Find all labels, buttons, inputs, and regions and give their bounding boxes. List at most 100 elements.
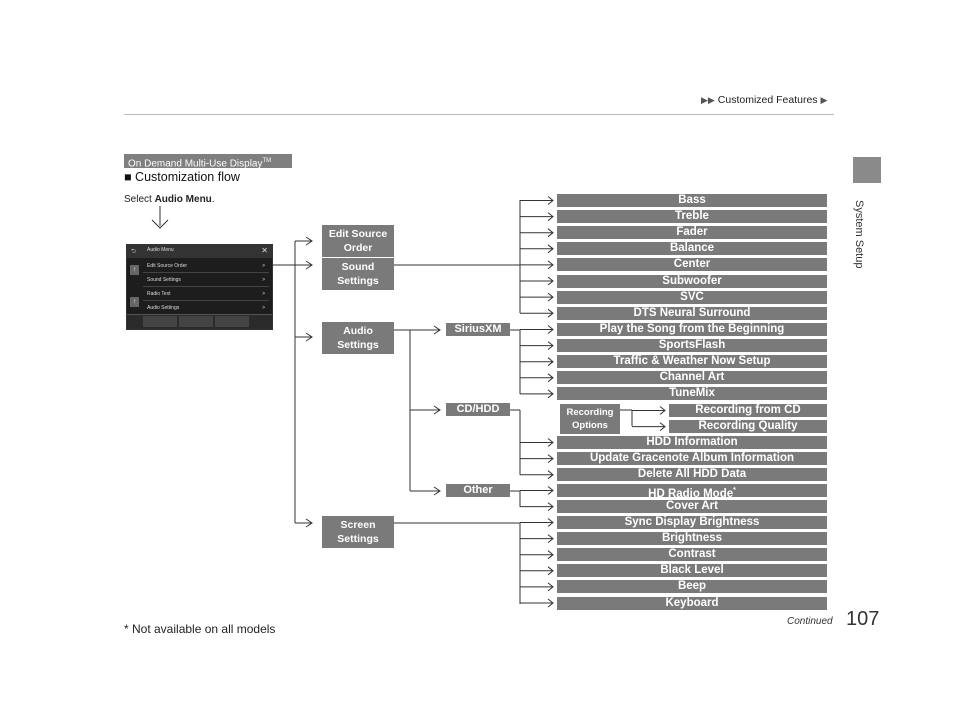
- setting-item-label: Cover Art: [666, 500, 718, 513]
- siriusxm-node: SiriusXM: [446, 323, 510, 336]
- item-arrow: [520, 276, 554, 286]
- setting-item-label: DTS Neural Surround: [633, 306, 751, 319]
- item-arrow: [520, 292, 554, 302]
- badge-tm: TM: [262, 158, 272, 164]
- item-arrow: [632, 406, 666, 415]
- setting-item: Sync Display Brightness: [557, 516, 827, 529]
- setting-item: Channel Art: [557, 371, 827, 385]
- node-line: Settings: [337, 275, 379, 287]
- screen-row: Sound Settings>: [143, 273, 269, 287]
- setting-item: Recording Quality: [669, 420, 827, 434]
- setting-item: Contrast: [557, 548, 827, 562]
- screen-row-label: Audio Settings: [147, 305, 180, 311]
- screen-row: Audio Settings>: [143, 301, 269, 315]
- scroll-up-icon: ↑: [130, 265, 139, 275]
- item-arrow: [520, 582, 554, 592]
- setting-item-label: SportsFlash: [658, 339, 726, 352]
- screen-row-label: Edit Source Order: [147, 263, 188, 269]
- header-title: Customized Features: [717, 94, 818, 106]
- setting-item-label: Delete All HDD Data: [637, 468, 747, 481]
- audio-settings-node: Audio Settings: [322, 322, 394, 354]
- item-arrow: [520, 212, 554, 221]
- audio-menu-screen: Audio Menu ⮌ ✕ ↑ ↑ Edit Source Order> So…: [126, 244, 273, 330]
- item-arrow: [520, 550, 554, 560]
- item-arrow: [520, 244, 554, 254]
- screen-row: Radio Text >: [143, 287, 269, 301]
- setting-item-label: HD Radio Mode: [648, 487, 734, 500]
- node-line: Options: [572, 420, 608, 431]
- node-line: Order: [343, 242, 373, 254]
- item-arrow: [520, 566, 554, 576]
- item-arrow: [520, 308, 554, 318]
- node-line: Sound: [341, 261, 375, 273]
- item-arrow: [520, 502, 554, 511]
- setting-item: Fader: [557, 226, 827, 240]
- item-arrow: [520, 534, 554, 543]
- setting-item-label: Recording Quality: [698, 420, 798, 433]
- item-arrow: [520, 598, 554, 608]
- header-arrows: ▶▶: [701, 95, 715, 105]
- setting-item-label: Play the Song from the Beginning: [599, 323, 785, 335]
- setting-item-label: HDD Information: [646, 436, 738, 448]
- section-heading: ■ Customization flow: [124, 170, 240, 184]
- scroll-down-icon: ↑: [130, 297, 139, 307]
- screen-row-label: Radio Text: [147, 291, 171, 297]
- setting-item: HDD Information: [557, 436, 827, 449]
- setting-item-label: Fader: [676, 226, 708, 239]
- badge-text: On Demand Multi-Use Display: [128, 158, 263, 170]
- setting-item: Bass: [557, 194, 827, 207]
- cd-hdd-node: CD/HDD: [446, 403, 510, 416]
- header-arrow-after: ▶: [820, 95, 828, 105]
- screen-bottom-bar: [127, 314, 272, 329]
- setting-item-label: Center: [673, 258, 711, 271]
- setting-item: Cover Art: [557, 500, 827, 514]
- setting-item-label: Update Gracenote Album Information: [589, 452, 795, 465]
- setting-item-label: Channel Art: [659, 371, 725, 384]
- screen-settings-node: Screen Settings: [322, 516, 394, 548]
- screen-row-label: Sound Settings: [147, 277, 181, 283]
- node-line: Screen: [340, 519, 376, 531]
- item-arrow: [520, 518, 554, 527]
- setting-item: Center: [557, 258, 827, 272]
- recording-options-node: Recording Options: [560, 404, 620, 434]
- setting-item-label: Recording from CD: [695, 404, 801, 416]
- item-arrow: [520, 341, 554, 350]
- setting-item-label: Contrast: [668, 548, 716, 561]
- setting-item: Beep: [557, 580, 827, 594]
- instruction-prefix: Select: [124, 194, 155, 205]
- edit-source-order-node: Edit Source Order: [322, 225, 394, 257]
- node-line: Settings: [337, 533, 379, 545]
- chevron-right-icon: >: [262, 291, 265, 297]
- section-title: Customization flow: [135, 170, 240, 184]
- item-arrow: [520, 260, 554, 270]
- setting-item: SportsFlash: [557, 339, 827, 353]
- close-icon: ✕: [261, 246, 268, 255]
- setting-item: TuneMix: [557, 387, 827, 401]
- setting-item: Black Level: [557, 564, 827, 578]
- chevron-right-icon: >: [262, 263, 265, 269]
- setting-item: DTS Neural Surround: [557, 306, 827, 320]
- setting-item: Play the Song from the Beginning: [557, 323, 827, 336]
- setting-item: Delete All HDD Data: [557, 468, 827, 482]
- node-line: Edit Source: [328, 228, 388, 240]
- page-header: ▶▶ Customized Features ▶: [701, 94, 827, 106]
- item-arrow: [520, 196, 554, 205]
- setting-item: Keyboard: [557, 596, 827, 610]
- item-arrows: [520, 196, 666, 608]
- side-tab-marker: [853, 157, 881, 183]
- item-arrow: [520, 470, 554, 480]
- screen-bottom-button: [179, 316, 213, 327]
- setting-item: Brightness: [557, 532, 827, 546]
- item-arrow: [520, 389, 554, 399]
- instruction-suffix: .: [211, 194, 215, 205]
- setting-item: Treble: [557, 210, 827, 224]
- item-arrow: [520, 357, 554, 367]
- back-icon: ⮌: [131, 249, 136, 255]
- item-arrow: [520, 228, 554, 238]
- item-arrow: [520, 486, 554, 495]
- node-line: Audio: [343, 325, 373, 337]
- setting-item-label: SVC: [680, 290, 704, 303]
- other-node: Other: [446, 484, 510, 497]
- setting-item: Recording from CD: [669, 404, 827, 417]
